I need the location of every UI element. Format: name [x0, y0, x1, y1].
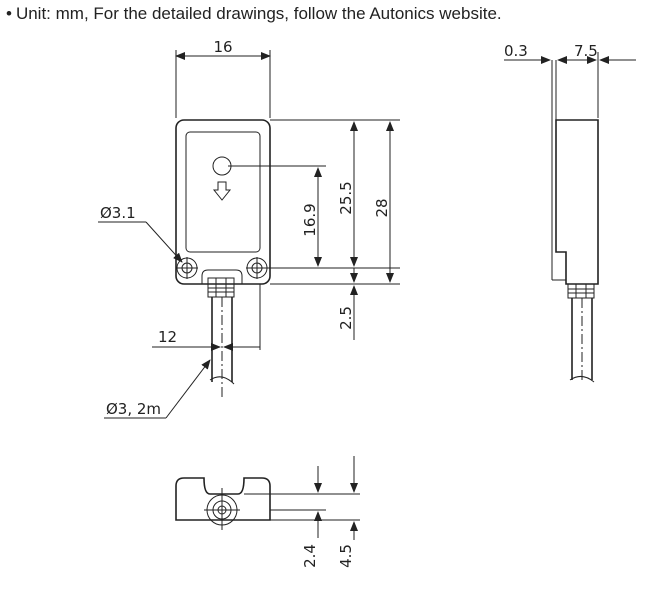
side-body	[555, 119, 599, 285]
side-view: 0.3 7.5	[504, 42, 636, 383]
cable-notch	[201, 269, 243, 284]
sensing-direction-arrow-icon	[212, 181, 232, 201]
bottom-cable-end	[204, 488, 240, 530]
bullet: •	[6, 4, 12, 23]
side-cable	[569, 298, 595, 383]
dim-2-4-label: 2.4	[301, 544, 319, 568]
sensor-body	[175, 119, 271, 285]
dim-25-5-label: 25.5	[337, 181, 355, 214]
cable	[209, 297, 235, 398]
dim-28-label: 28	[373, 198, 391, 217]
bottom-view: 2.4 4.5	[175, 456, 360, 568]
dim-4-5-label: 4.5	[337, 544, 355, 568]
dim-hole-label: Ø3.1	[100, 204, 136, 222]
cable-gland	[207, 277, 235, 298]
dim-width-label: 16	[213, 38, 232, 56]
dim-2-5-label: 2.5	[337, 306, 355, 330]
mounting-hole-left	[176, 257, 198, 279]
unit-note-text: Unit: mm, For the detailed drawings, fol…	[15, 4, 502, 23]
sensing-window	[185, 131, 261, 253]
unit-note: •Unit: mm, For the detailed drawings, fo…	[6, 4, 502, 24]
mounting-hole-right	[246, 257, 268, 279]
dim-7-5-label: 7.5	[574, 42, 598, 60]
dim-16-9-label: 16.9	[301, 203, 319, 236]
side-cable-gland	[567, 283, 595, 299]
front-view: 16 16.9 25.5 28 2.5 Ø3.1 12 Ø3, 2m	[98, 38, 400, 419]
dim-12-label: 12	[158, 328, 177, 346]
dim-0-3-label: 0.3	[504, 42, 528, 60]
dim-cable-label: Ø3, 2m	[106, 400, 161, 418]
bottom-body	[175, 477, 271, 521]
